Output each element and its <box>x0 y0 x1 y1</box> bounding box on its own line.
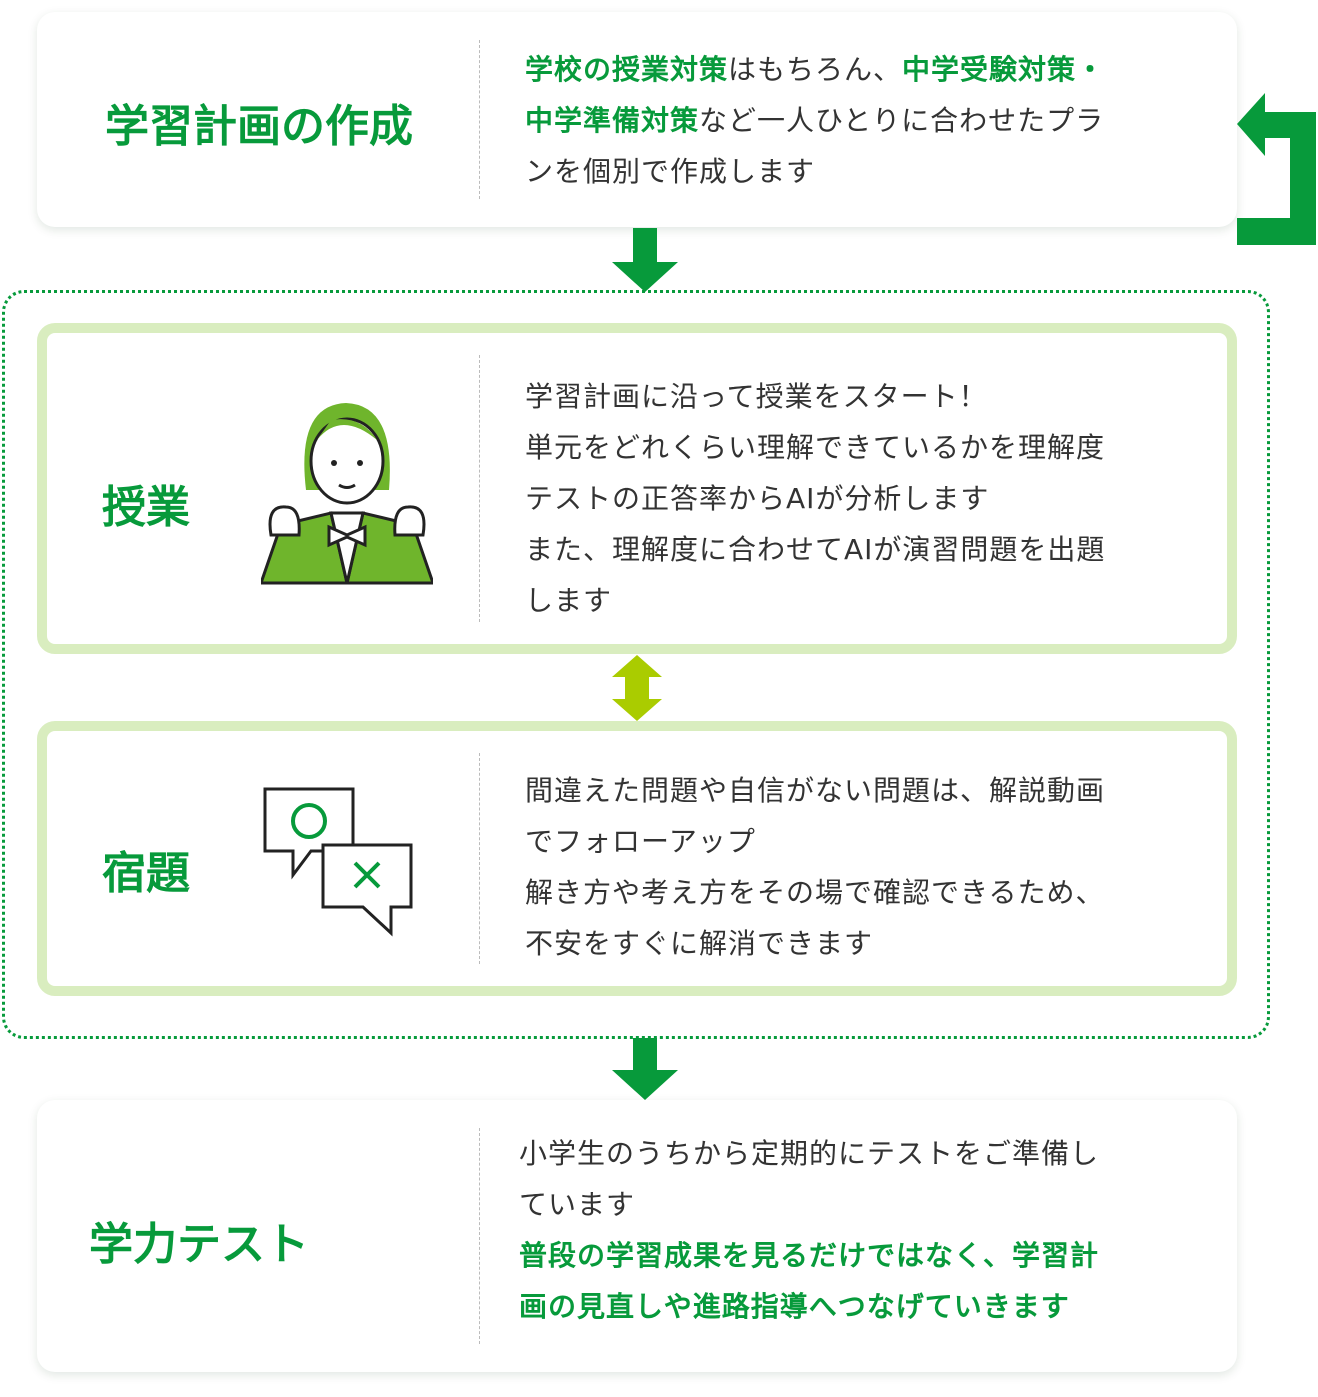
text-segment: 解き方や考え方をその場で確認できるため、 <box>525 876 1105 909</box>
highlight-text: 中学受験対策・ <box>902 53 1106 86</box>
student-girl-illustration-icon <box>261 403 433 585</box>
speech-bubbles-icon <box>263 787 413 937</box>
text-segment: 不安をすぐに解消できます <box>525 927 874 960</box>
highlight-text: 普段の学習成果を見るだけではなく、学習計 <box>519 1239 1100 1272</box>
divider <box>479 1128 480 1344</box>
text-segment: はもちろん、 <box>728 53 903 86</box>
text-segment: など一人ひとりに合わせたプラ <box>699 104 1105 137</box>
description-line: ンを個別で作成します <box>525 146 1105 197</box>
description-line: 間違えた問題や自信がない問題は、解説動画 <box>525 765 1105 816</box>
text-segment: 小学生のうちから定期的にテストをご準備し <box>519 1137 1100 1170</box>
description-line: 解き方や考え方をその場で確認できるため、 <box>525 867 1105 918</box>
arrow-down-icon <box>612 228 678 292</box>
description-line: テストの正答率からAIが分析します <box>525 473 1105 524</box>
description-line: 学校の授業対策はもちろん、中学受験対策・ <box>525 44 1105 95</box>
description-line: 小学生のうちから定期的にテストをご準備し <box>519 1128 1099 1179</box>
text-segment: 間違えた問題や自信がない問題は、解説動画 <box>525 774 1106 807</box>
description-line: 単元をどれくらい理解できているかを理解度 <box>525 422 1105 473</box>
highlight-text: 画の見直しや進路指導へつなげていきます <box>519 1290 1070 1323</box>
divider <box>479 753 480 964</box>
arrow-down-icon <box>612 1038 678 1100</box>
description-line: 不安をすぐに解消できます <box>525 918 1105 969</box>
divider <box>479 355 480 622</box>
text-segment: します <box>525 584 613 617</box>
step-test-card: 学力テスト 小学生のうちから定期的にテストをご準備しています普段の学習成果を見る… <box>37 1100 1237 1372</box>
description-line: 学習計画に沿って授業をスタート！ <box>525 371 1105 422</box>
text-segment: 単元をどれくらい理解できているかを理解度 <box>525 431 1106 464</box>
step-title: 学習計画の作成 <box>105 101 413 152</box>
description-line: また、理解度に合わせてAIが演習問題を出題 <box>525 524 1105 575</box>
divider <box>479 40 480 199</box>
description-line: します <box>525 575 1105 626</box>
step-title: 学力テスト <box>89 1219 309 1270</box>
step-lesson-card: 授業 学習計画に沿って授業をスタート！ 単元をどれくらい理解できているかを理解度テ… <box>37 323 1237 654</box>
text-segment: でフォローアップ <box>525 825 756 858</box>
highlight-text: 学校の授業対策 <box>525 53 729 86</box>
loop-back-arrow-icon <box>1237 93 1316 245</box>
double-arrow-icon <box>612 655 662 721</box>
description-line: 普段の学習成果を見るだけではなく、学習計 <box>519 1230 1099 1281</box>
step-homework-card: 宿題 間違えた問題や自信がない問題は、解説動画でフォローアップ解き方や考え方をそ… <box>37 721 1237 996</box>
step-description: 間違えた問題や自信がない問題は、解説動画でフォローアップ解き方や考え方をその場で… <box>525 765 1105 969</box>
lesson-homework-group <box>2 290 1270 1039</box>
description-line: ています <box>519 1179 1099 1230</box>
highlight-text: 中学準備対策 <box>525 104 700 137</box>
text-segment: テストの正答率からAIが分析します <box>525 482 990 515</box>
description-line: 中学準備対策など一人ひとりに合わせたプラ <box>525 95 1105 146</box>
step-plan-card: 学習計画の作成 学校の授業対策はもちろん、中学受験対策・中学準備対策など一人ひと… <box>37 12 1237 227</box>
description-line: でフォローアップ <box>525 816 1105 867</box>
step-description: 小学生のうちから定期的にテストをご準備しています普段の学習成果を見るだけではなく… <box>519 1128 1099 1332</box>
description-line: 画の見直しや進路指導へつなげていきます <box>519 1281 1099 1332</box>
step-description: 学校の授業対策はもちろん、中学受験対策・中学準備対策など一人ひとりに合わせたプラ… <box>525 44 1105 197</box>
text-segment: 学習計画に沿って授業をスタート！ <box>525 380 988 413</box>
step-title: 宿題 <box>102 848 190 899</box>
text-segment: ンを個別で作成します <box>525 155 816 188</box>
text-segment: また、理解度に合わせてAIが演習問題を出題 <box>525 533 1106 566</box>
step-title: 授業 <box>102 482 190 533</box>
step-description: 学習計画に沿って授業をスタート！ 単元をどれくらい理解できているかを理解度テストの… <box>525 371 1105 626</box>
text-segment: ています <box>519 1188 636 1221</box>
